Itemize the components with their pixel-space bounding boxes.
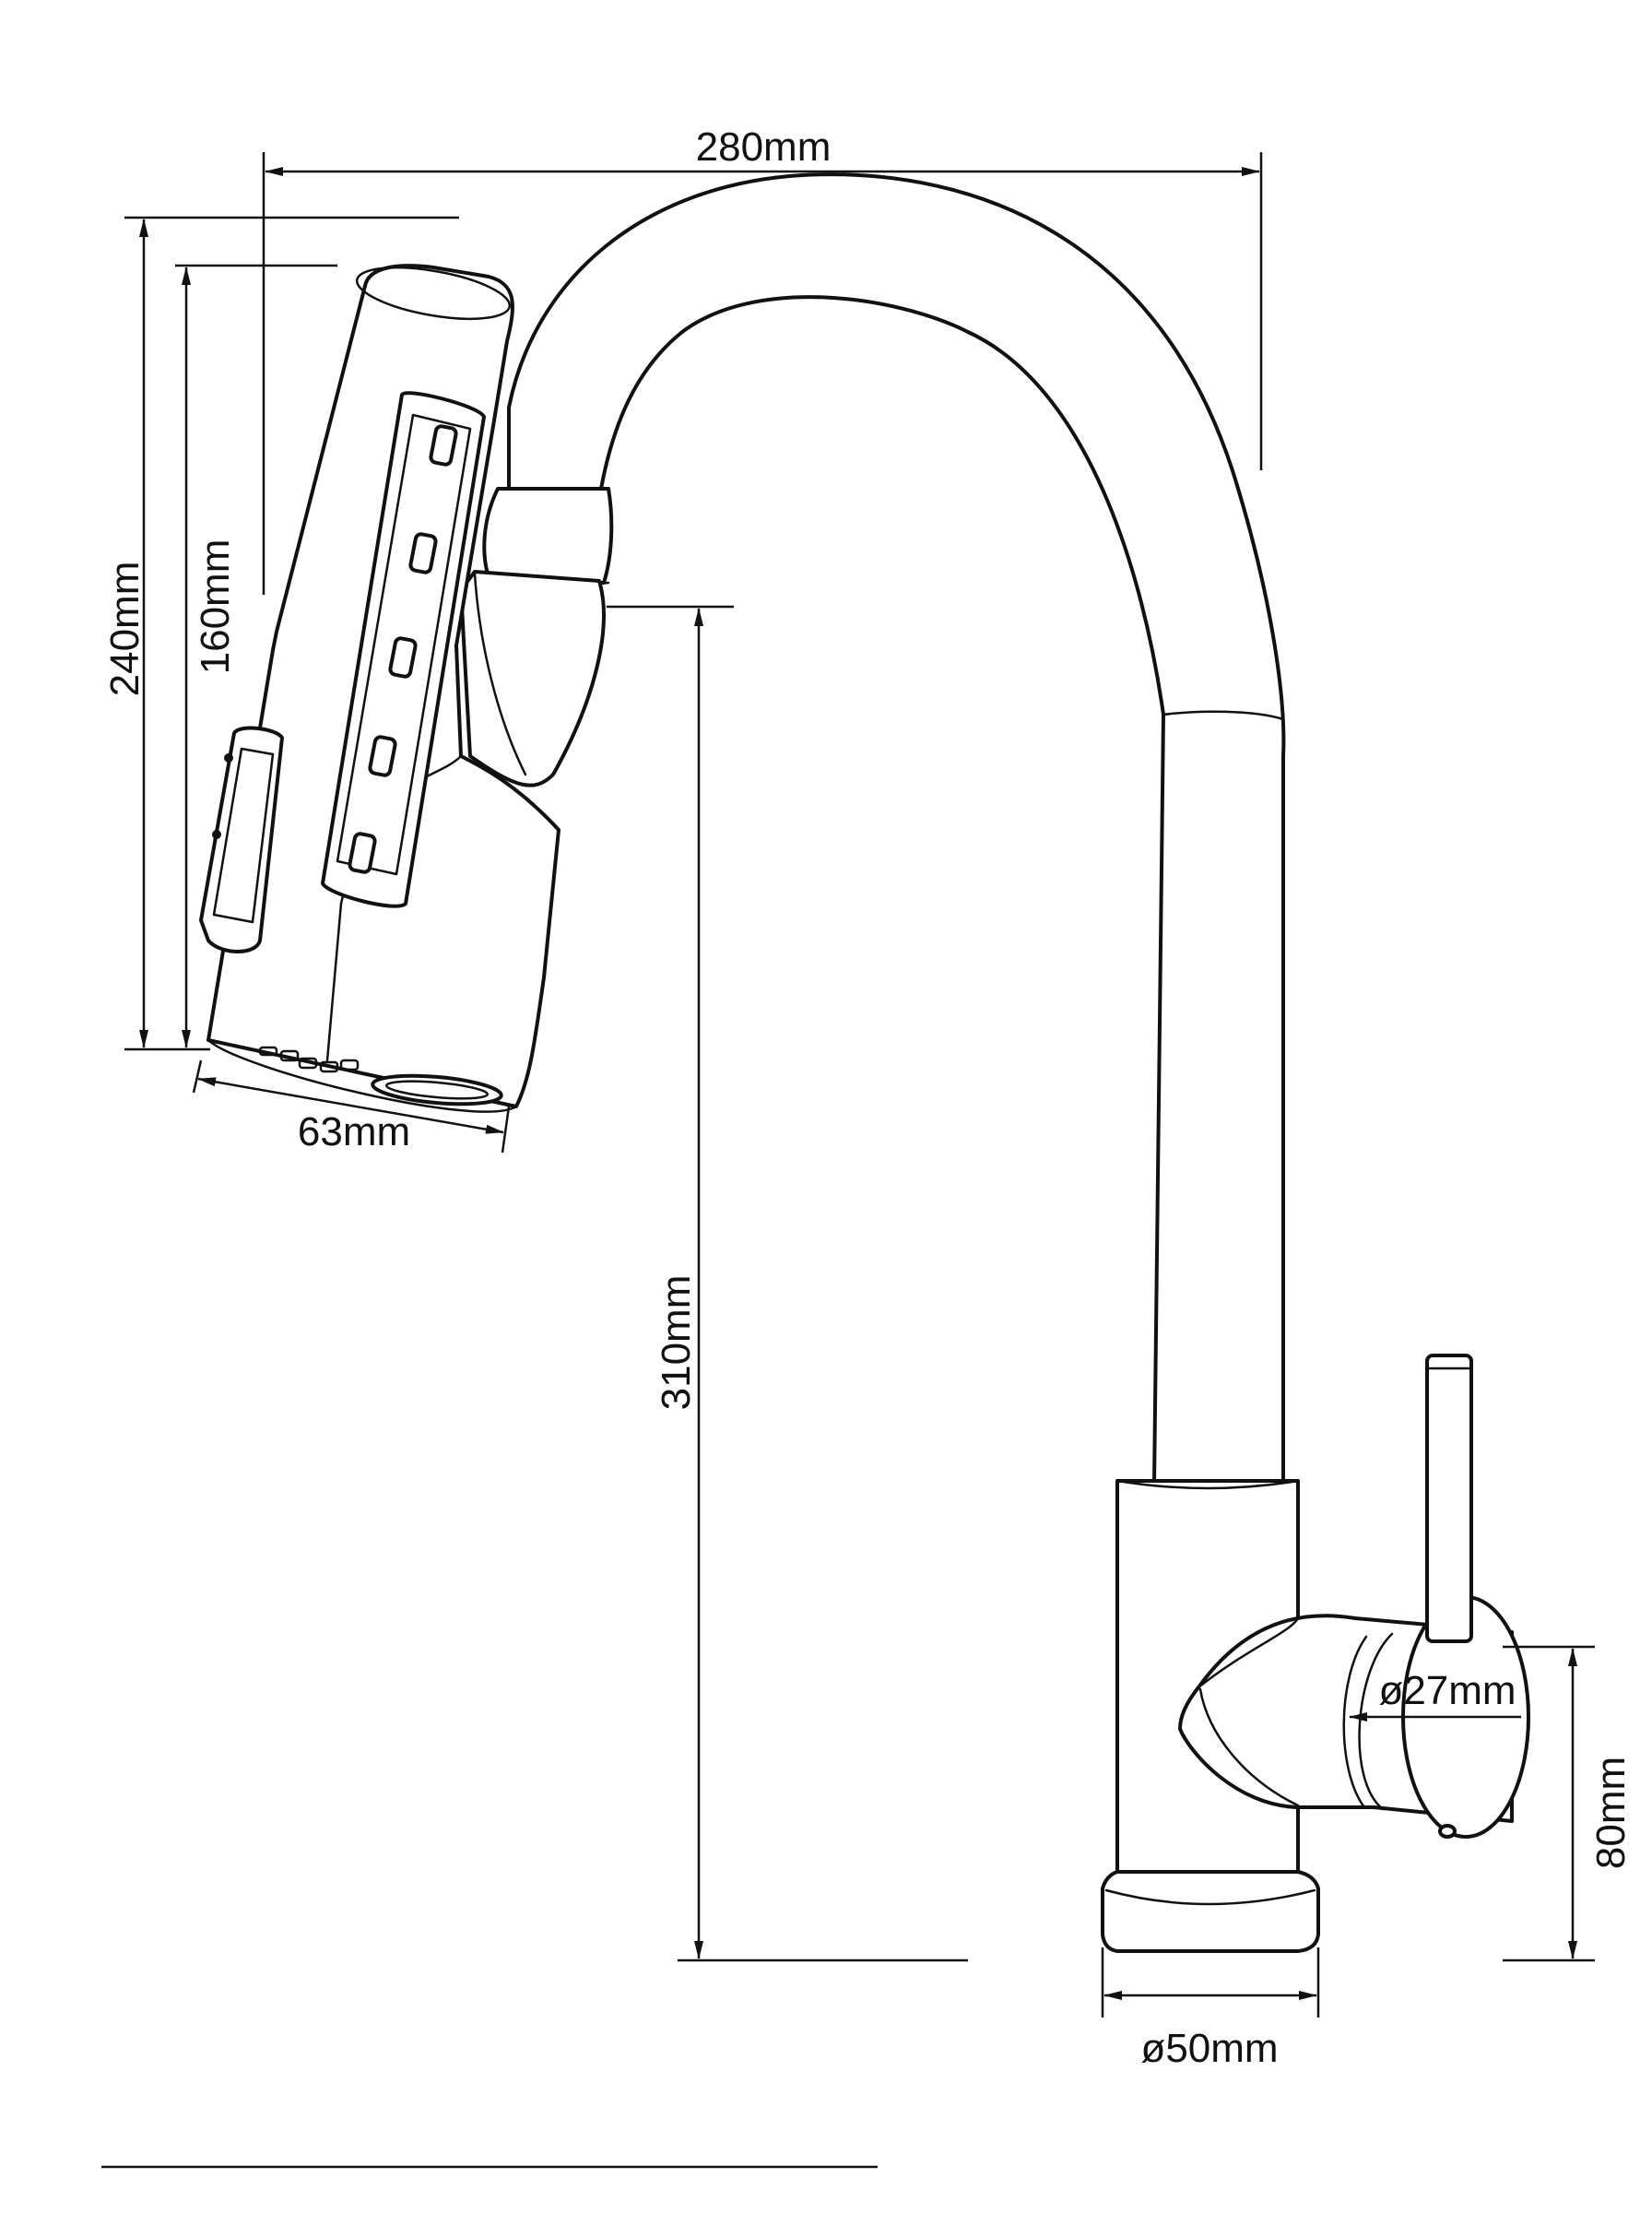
label-head-height: 160mm — [193, 539, 238, 675]
label-handle-diameter: ø27mm — [1378, 1668, 1516, 1713]
swivel-joint-seam — [473, 572, 527, 776]
faucet-outline — [199, 172, 1530, 1953]
dimension-labels: 280mm 240mm 160mm 63mm 310mm ø27mm 80mm … — [102, 124, 1634, 2071]
spray-head-seam — [325, 902, 343, 1062]
base-ring-top-line — [1104, 1888, 1316, 1906]
panel-button-1[interactable] — [429, 424, 458, 467]
handle-pin — [1438, 1824, 1457, 1839]
clip-dot-2 — [212, 830, 221, 839]
button-panel-inner — [336, 413, 472, 876]
panel-button-4[interactable] — [368, 735, 397, 777]
label-total-height: 240mm — [102, 562, 148, 697]
dimension-lines — [101, 152, 1595, 2169]
base-ring — [1101, 1870, 1320, 1953]
label-base-diameter: ø50mm — [1140, 2026, 1278, 2071]
spout-band-line — [1162, 710, 1285, 721]
label-width: 280mm — [696, 124, 832, 170]
lever-rod — [1425, 1354, 1473, 1643]
base-column-top-ring — [1115, 1479, 1300, 1490]
label-spout-height: 310mm — [654, 1275, 699, 1411]
panel-button-3[interactable] — [388, 636, 418, 679]
side-clip-inner — [212, 747, 275, 924]
label-head-width: 63mm — [298, 1109, 410, 1154]
button-list — [348, 424, 458, 874]
clip-dot-1 — [224, 753, 233, 763]
panel-button-5[interactable] — [348, 832, 377, 874]
panel-button-2[interactable] — [408, 532, 438, 574]
swivel-joint — [459, 570, 606, 787]
handle-cap-rim — [1342, 1635, 1368, 1809]
handle-cone-line-2 — [1197, 1616, 1300, 1689]
label-handle-height: 80mm — [1588, 1757, 1634, 1869]
side-clip — [199, 726, 284, 953]
gooseneck-spout — [507, 172, 1286, 1486]
spray-head-top-cap — [355, 266, 512, 321]
handle-cone-line — [1198, 1687, 1300, 1807]
spout-neck-collar — [482, 487, 614, 585]
handle-cap-inner — [1358, 1632, 1394, 1811]
